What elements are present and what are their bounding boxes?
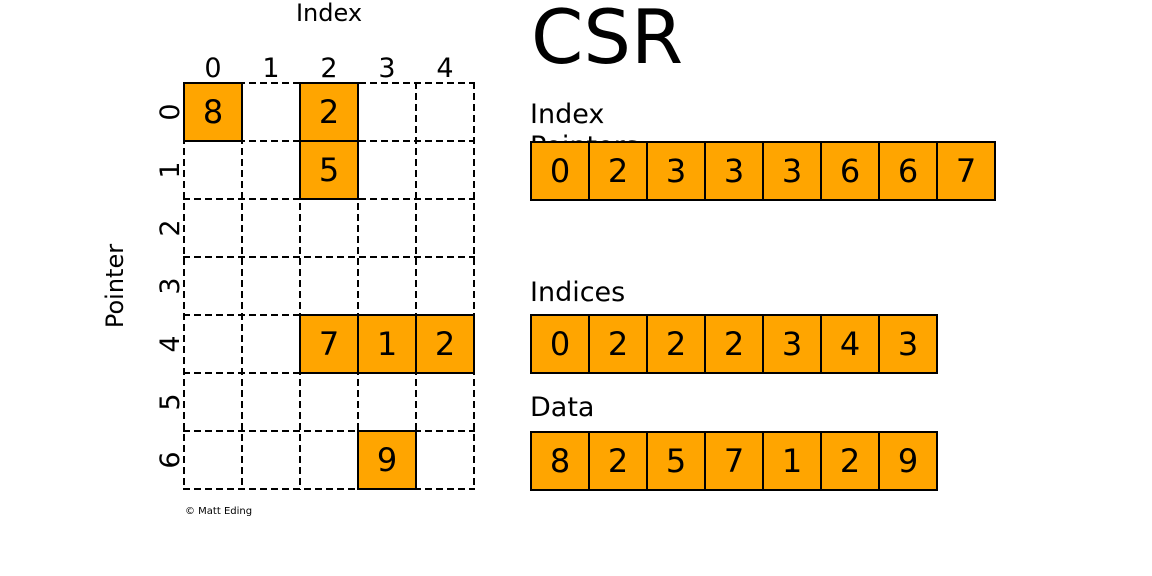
figure-title: CSR — [531, 0, 684, 81]
grid-dashed-line — [183, 256, 475, 258]
grid-dashed-line — [473, 82, 475, 490]
index-pointers-cell: 2 — [588, 141, 648, 201]
matrix-cell: 1 — [357, 314, 417, 374]
indices-cell: 3 — [878, 314, 938, 374]
copyright-text: © Matt Eding — [185, 506, 253, 517]
index-pointers-cell: 3 — [704, 141, 764, 201]
matrix-row-header: 3 — [155, 277, 186, 295]
indices-cell: 3 — [762, 314, 822, 374]
matrix-col-header: 2 — [320, 53, 338, 84]
indices-cell: 2 — [588, 314, 648, 374]
grid-dashed-line — [183, 488, 475, 490]
indices-cell: 2 — [704, 314, 764, 374]
index-pointers-cell: 3 — [646, 141, 706, 201]
matrix-row-header: 0 — [155, 103, 186, 121]
matrix-cell: 2 — [299, 82, 359, 142]
matrix-cell: 7 — [299, 314, 359, 374]
data-cell: 2 — [588, 431, 648, 491]
grid-dashed-line — [299, 82, 301, 490]
indices-label: Indices — [530, 277, 626, 308]
matrix-cell: 9 — [357, 430, 417, 490]
matrix-row-header: 4 — [155, 335, 186, 353]
indices-cell: 2 — [646, 314, 706, 374]
index-pointers-cell: 3 — [762, 141, 822, 201]
data-cell: 8 — [530, 431, 590, 491]
pointer-axis-label: Pointer — [101, 243, 129, 329]
grid-dashed-line — [357, 82, 359, 490]
data-cell: 9 — [878, 431, 938, 491]
matrix-col-header: 1 — [262, 53, 280, 84]
matrix-col-header: 4 — [436, 53, 454, 84]
index-pointers-cell: 0 — [530, 141, 590, 201]
matrix-row-header: 5 — [155, 393, 186, 411]
grid-dashed-line — [415, 82, 417, 490]
matrix-row-header: 6 — [155, 451, 186, 469]
matrix-col-header: 0 — [204, 53, 222, 84]
matrix-cell: 8 — [183, 82, 243, 142]
matrix-cell: 5 — [299, 140, 359, 200]
indices-cell: 0 — [530, 314, 590, 374]
grid-dashed-line — [183, 430, 475, 432]
index-pointers-cell: 6 — [878, 141, 938, 201]
grid-dashed-line — [183, 82, 185, 490]
matrix-row-header: 2 — [155, 219, 186, 237]
data-cell: 5 — [646, 431, 706, 491]
data-label: Data — [530, 392, 595, 423]
matrix-row-header: 1 — [155, 161, 186, 179]
index-pointers-cell: 6 — [820, 141, 880, 201]
matrix-col-header: 3 — [378, 53, 396, 84]
matrix-cell: 2 — [415, 314, 475, 374]
data-cell: 2 — [820, 431, 880, 491]
grid-dashed-line — [241, 82, 243, 490]
data-cell: 7 — [704, 431, 764, 491]
index-axis-label: Index — [295, 0, 363, 27]
index-pointers-cell: 7 — [936, 141, 996, 201]
data-cell: 1 — [762, 431, 822, 491]
indices-cell: 4 — [820, 314, 880, 374]
